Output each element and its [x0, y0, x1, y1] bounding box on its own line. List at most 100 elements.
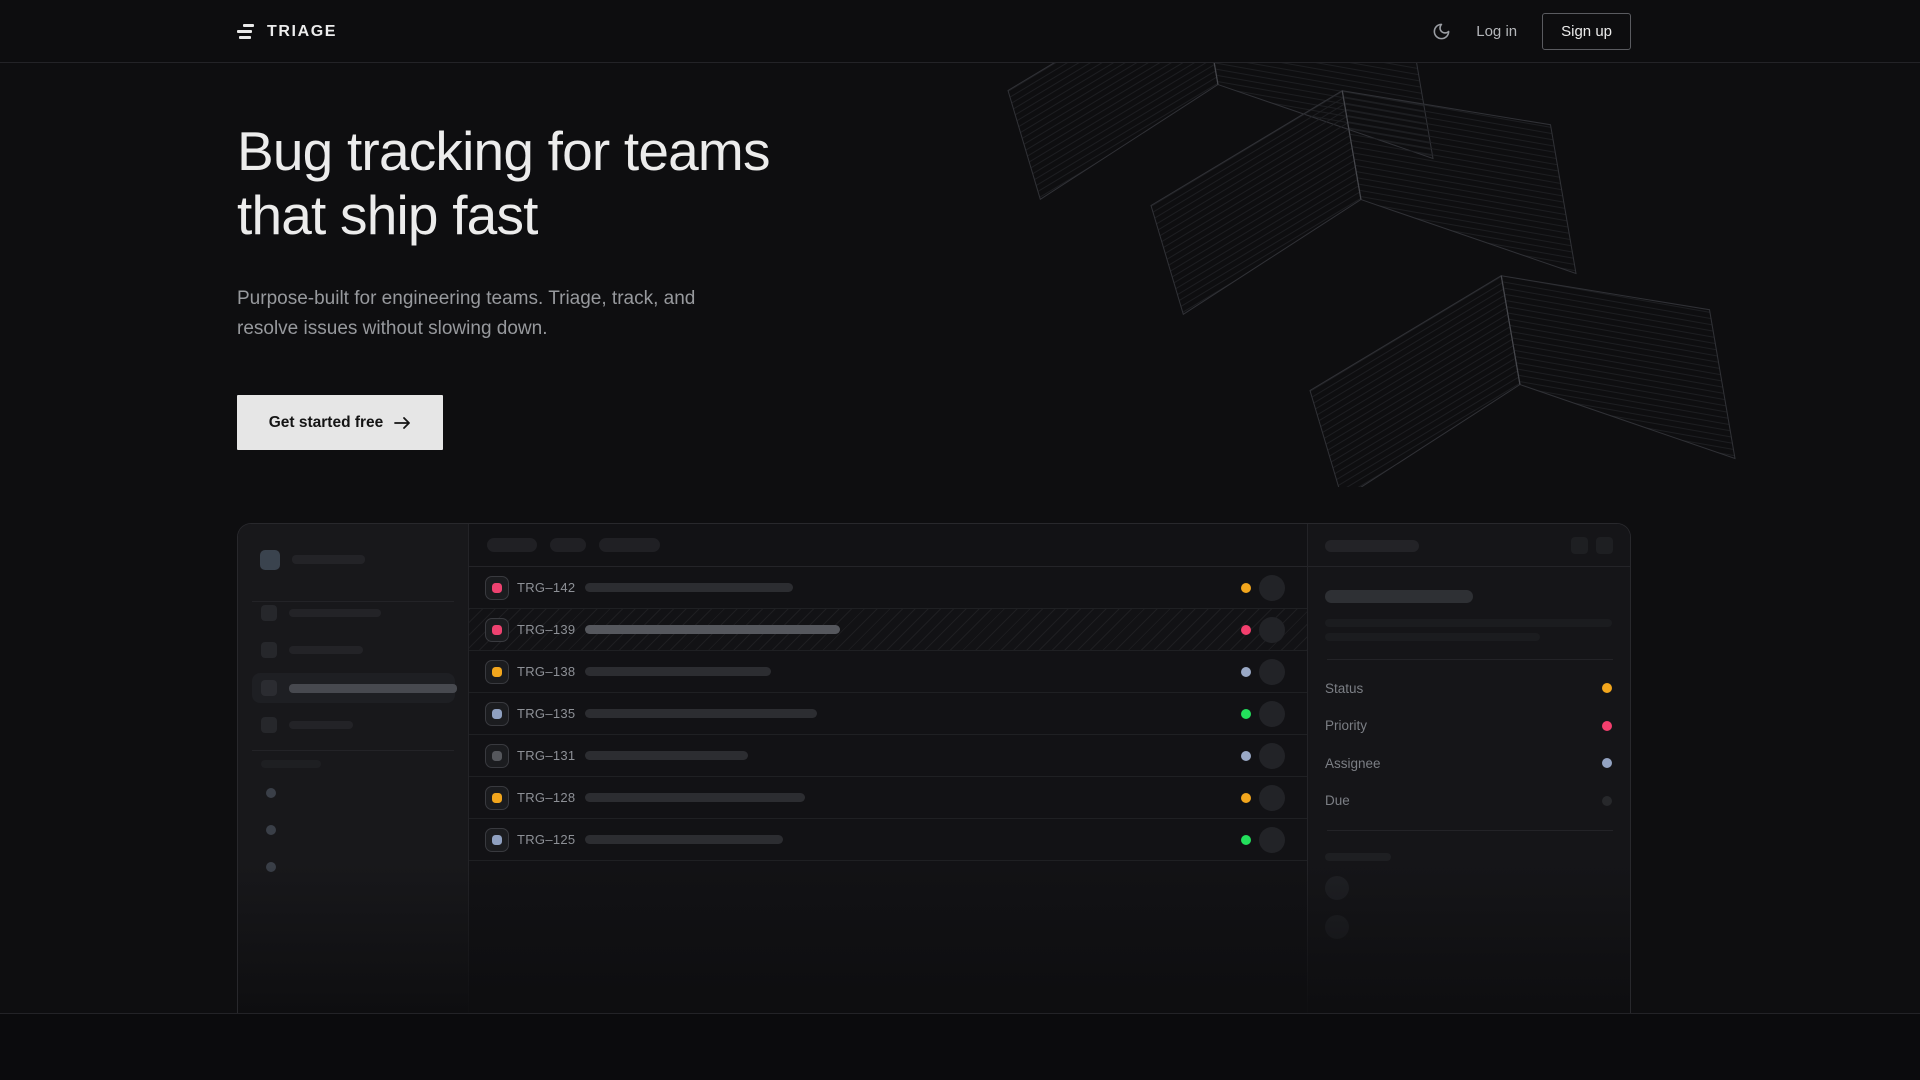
- issue-row: TRG–139: [469, 609, 1307, 651]
- issue-type-icon: [485, 575, 509, 600]
- issue-type-icon: [485, 617, 509, 642]
- detail-description-placeholder: [1325, 633, 1540, 641]
- mockup-sidebar: [238, 524, 469, 1013]
- hero-subtitle-line1: Purpose-built for engineering teams. Tri…: [237, 288, 696, 309]
- issue-id: TRG–138: [517, 664, 576, 679]
- field-value-dot: [1602, 758, 1612, 768]
- theme-toggle-button[interactable]: [1431, 22, 1451, 42]
- nav-item-label-placeholder: [289, 646, 363, 654]
- issue-status-dot: [1241, 834, 1251, 845]
- issue-row: TRG–138: [469, 651, 1307, 693]
- field-label: Priority: [1325, 718, 1368, 733]
- issue-id: TRG–139: [517, 622, 576, 637]
- assignee-avatar-placeholder: [1259, 616, 1285, 643]
- detail-divider: [1327, 659, 1613, 660]
- issue-list-panel: TRG–142 TRG–139 TRG–138 TRG–135 TRG–131: [469, 524, 1307, 1013]
- assignee-avatar-placeholder: [1259, 700, 1285, 727]
- nav-item-label-placeholder: [289, 684, 457, 693]
- hero-heading-line2: that ship fast: [237, 184, 538, 246]
- nav-item-label-placeholder: [289, 609, 381, 617]
- project-dot-placeholder: [266, 825, 276, 835]
- assignee-avatar-placeholder: [1259, 784, 1285, 811]
- login-link[interactable]: Log in: [1476, 23, 1518, 40]
- issue-status-dot: [1241, 708, 1251, 719]
- issue-title-placeholder: [585, 751, 748, 760]
- issue-row: TRG–142: [469, 567, 1307, 609]
- issue-id: TRG–131: [517, 748, 576, 763]
- nav-item-icon-placeholder: [261, 717, 277, 733]
- issue-type-icon: [485, 827, 509, 852]
- nav-item-icon-placeholder: [261, 605, 277, 621]
- issue-status-dot: [1241, 792, 1251, 803]
- detail-action-placeholder: [1571, 537, 1588, 554]
- issue-status-dot: [1241, 624, 1251, 635]
- issue-status-dot: [1241, 750, 1251, 761]
- nav-item-icon-placeholder: [261, 642, 277, 658]
- issue-title-placeholder: [585, 709, 817, 718]
- issue-list: TRG–142 TRG–139 TRG–138 TRG–135 TRG–131: [469, 567, 1307, 861]
- detail-field-row: Due: [1325, 791, 1612, 811]
- brand-name: TRIAGE: [267, 22, 338, 40]
- issue-status-dot: [1241, 666, 1251, 677]
- hero-heading-line1: Bug tracking for teams: [237, 120, 770, 182]
- cta-label: Get started free: [268, 413, 384, 431]
- project-dot-placeholder: [266, 788, 276, 798]
- nav-item-label-placeholder: [289, 721, 353, 729]
- get-started-button[interactable]: Get started free: [237, 395, 443, 450]
- nav-actions: Log in Sign up: [1431, 0, 1631, 63]
- detail-field-row: Assignee: [1325, 753, 1612, 773]
- filter-pill-placeholder: [550, 538, 586, 552]
- issue-title-placeholder: [585, 583, 793, 592]
- top-nav: TRIAGE Log in Sign up: [0, 0, 1920, 63]
- detail-title-placeholder: [1325, 590, 1473, 603]
- detail-header: [1308, 524, 1630, 567]
- detail-breadcrumb-placeholder: [1325, 540, 1419, 552]
- project-dot-placeholder: [266, 862, 276, 872]
- assignee-avatar-placeholder: [1259, 658, 1285, 685]
- field-label: Due: [1325, 793, 1350, 808]
- filter-pill-placeholder: [487, 538, 537, 552]
- hero-subtitle: Purpose-built for engineering teams. Tri…: [237, 284, 695, 344]
- field-label: Status: [1325, 680, 1364, 696]
- sidebar-divider: [252, 750, 454, 751]
- signup-button[interactable]: Sign up: [1542, 13, 1631, 50]
- assignee-avatar-placeholder: [1259, 742, 1285, 769]
- detail-field-row: Priority: [1325, 716, 1612, 736]
- activity-title-placeholder: [1325, 853, 1391, 861]
- triage-logo-icon: [237, 23, 254, 40]
- issue-row: TRG–128: [469, 777, 1307, 819]
- detail-action-placeholder: [1596, 537, 1613, 554]
- app-mockup-card: TRG–142 TRG–139 TRG–138 TRG–135 TRG–131: [237, 523, 1631, 1013]
- workspace-avatar-placeholder: [260, 550, 280, 570]
- section-title-placeholder: [261, 760, 321, 768]
- nav-item-icon-placeholder: [261, 680, 277, 696]
- issue-type-icon: [485, 701, 509, 726]
- issue-detail-panel: Status Priority Assignee Due: [1307, 524, 1630, 1013]
- moon-icon: [1433, 23, 1450, 40]
- issue-title-placeholder: [585, 625, 840, 634]
- page-footer: [0, 1013, 1920, 1080]
- filter-pill-placeholder: [599, 538, 660, 552]
- detail-divider: [1327, 830, 1613, 831]
- brand-logo[interactable]: TRIAGE: [237, 0, 337, 63]
- issue-title-placeholder: [585, 667, 771, 676]
- issue-title-placeholder: [585, 793, 805, 802]
- wireframe-decoration: [1000, 63, 1770, 487]
- field-value-dot: [1602, 720, 1612, 731]
- issue-row: TRG–125: [469, 819, 1307, 861]
- issue-id: TRG–142: [517, 580, 576, 595]
- activity-avatar-placeholder: [1325, 876, 1349, 900]
- field-value-dot: [1602, 795, 1612, 806]
- sidebar-divider: [252, 601, 454, 602]
- workspace-name-placeholder: [292, 555, 365, 564]
- activity-avatar-placeholder: [1325, 915, 1349, 939]
- issue-status-dot: [1241, 582, 1251, 593]
- field-label: Assignee: [1325, 755, 1381, 771]
- issue-list-header: [469, 524, 1307, 567]
- assignee-avatar-placeholder: [1259, 574, 1285, 601]
- arrow-right-icon: [394, 416, 411, 429]
- field-value-dot: [1602, 683, 1612, 693]
- issue-id: TRG–135: [517, 706, 576, 721]
- issue-id: TRG–128: [517, 790, 576, 805]
- issue-title-placeholder: [585, 835, 783, 844]
